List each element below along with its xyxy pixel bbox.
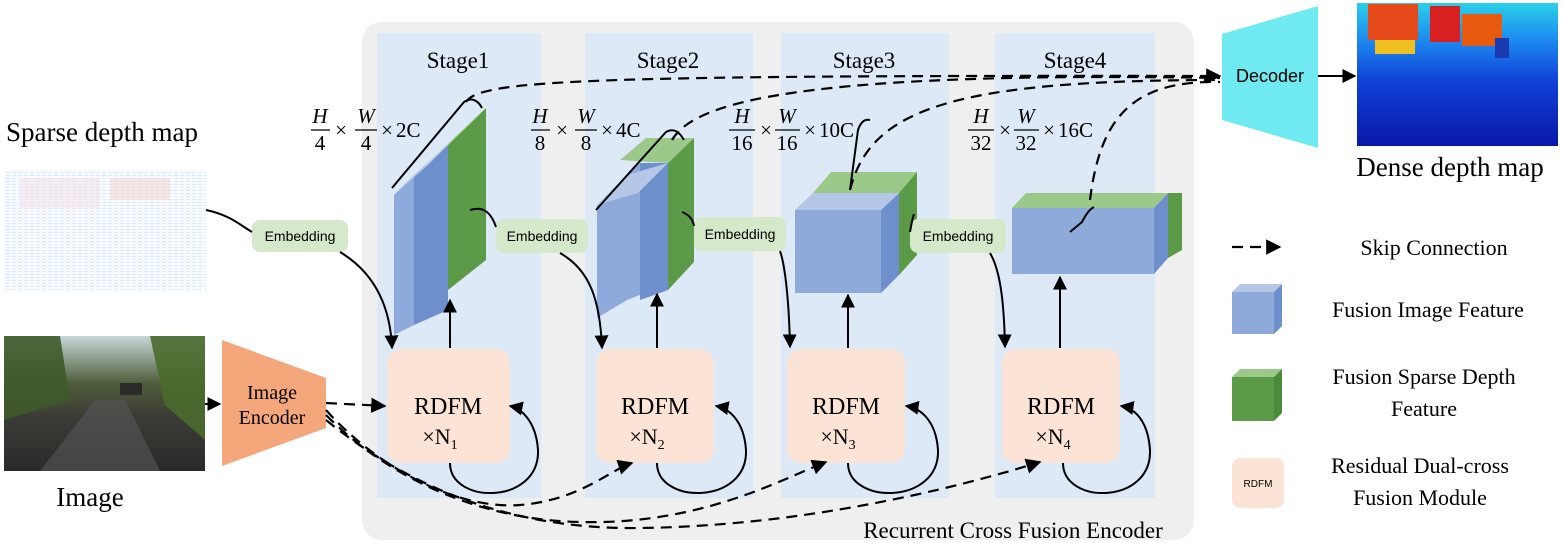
stage4-dim-times2: × bbox=[1043, 118, 1055, 142]
stage4-dimension: H 32 × W 32 × 16C bbox=[968, 104, 1093, 155]
legend-rdfm-swatch-label: RDFM bbox=[1244, 479, 1273, 490]
rdfm-4: RDFM ×N4 bbox=[1002, 349, 1120, 463]
rdfm-3-label: RDFM bbox=[812, 394, 880, 420]
embedding-2: Embedding bbox=[496, 219, 588, 253]
sparse-depth-map-image bbox=[4, 170, 206, 290]
rdfm-2: RDFM ×N2 bbox=[596, 349, 714, 463]
rdfm-to-feature-arrows bbox=[443, 275, 1067, 348]
stage4-dim-hden: 32 bbox=[971, 131, 992, 155]
rdfm-4-label: RDFM bbox=[1027, 394, 1095, 420]
stage3-dimension: H 16 × W 16 × 10C bbox=[729, 104, 854, 155]
stage1-dim-wden: 4 bbox=[361, 131, 372, 155]
legend-rdfm-label-1: Residual Dual-cross bbox=[1331, 453, 1509, 478]
decoder-label: Decoder bbox=[1236, 66, 1304, 86]
stage1-dim-h: H bbox=[311, 104, 329, 128]
stage2-dim-hden: 8 bbox=[535, 131, 546, 155]
stage1-dimension: H 4 × W 4 × 2C bbox=[311, 104, 421, 155]
stage3-feature-block bbox=[795, 172, 917, 293]
stage3-dim-w: W bbox=[778, 104, 798, 128]
stage4-title: Stage4 bbox=[1044, 48, 1107, 73]
embedding-4: Embedding bbox=[910, 219, 1006, 253]
sparse-depth-map-label: Sparse depth map bbox=[6, 117, 198, 147]
stage1-dim-c: 2C bbox=[396, 118, 421, 142]
stage2-dim-w: W bbox=[577, 104, 597, 128]
image-encoder: Image Encoder bbox=[222, 340, 326, 466]
image-encoder-label-1: Image bbox=[247, 382, 297, 404]
rdfm-2-label: RDFM bbox=[621, 394, 689, 420]
legend: Skip Connection Fusion Image Feature Fus… bbox=[1232, 235, 1524, 510]
stage4-dim-h: H bbox=[972, 104, 990, 128]
rdfm-3: RDFM ×N3 bbox=[787, 349, 905, 463]
embedding-3: Embedding bbox=[694, 217, 786, 251]
stage4-feature-block bbox=[1012, 193, 1182, 274]
legend-sparse-feature-label-1: Fusion Sparse Depth bbox=[1332, 364, 1515, 389]
stage3-dim-times2: × bbox=[804, 118, 816, 142]
stage2-dim-times2: × bbox=[601, 118, 613, 142]
stage3-title: Stage3 bbox=[833, 48, 896, 73]
stage1-feature-block bbox=[394, 108, 486, 335]
rdfm-1-n: ×N1 bbox=[422, 424, 457, 453]
embedding-3-label: Embedding bbox=[705, 226, 776, 242]
stage2-dim-c: 4C bbox=[616, 118, 641, 142]
embedding-1: Embedding bbox=[252, 220, 348, 252]
legend-skip-label: Skip Connection bbox=[1360, 235, 1507, 260]
stage4-dim-w: W bbox=[1017, 104, 1037, 128]
embedding-2-label: Embedding bbox=[507, 228, 578, 244]
legend-sparse-feature-label-2: Feature bbox=[1391, 396, 1457, 421]
encoder-title: Recurrent Cross Fusion Encoder bbox=[863, 518, 1163, 543]
stage3-dim-c: 10C bbox=[819, 118, 854, 142]
legend-sparse-feature-swatch bbox=[1232, 369, 1282, 421]
stage1-dim-times2: × bbox=[381, 118, 393, 142]
embedding-flow-curves bbox=[205, 207, 1012, 350]
recurrent-loops bbox=[449, 400, 1152, 494]
rgb-image bbox=[4, 336, 205, 471]
stage4-dim-wden: 32 bbox=[1016, 131, 1037, 155]
legend-rdfm-swatch: RDFM bbox=[1232, 458, 1284, 508]
rdfm-1-label: RDFM bbox=[414, 394, 482, 420]
image-label: Image bbox=[56, 482, 123, 512]
rdfm-1: RDFM ×N1 bbox=[387, 349, 510, 463]
legend-image-feature-swatch bbox=[1232, 284, 1282, 334]
rdfm-2-n: ×N2 bbox=[629, 424, 664, 453]
rdfm-3-n: ×N3 bbox=[820, 424, 855, 453]
skip-connections bbox=[325, 68, 1222, 530]
legend-rdfm-label-2: Fusion Module bbox=[1353, 485, 1487, 510]
stage2-dimension: H 8 × W 8 × 4C bbox=[531, 104, 641, 155]
image-encoder-label-2: Encoder bbox=[239, 407, 306, 429]
stage2-title: Stage2 bbox=[637, 48, 700, 73]
stage4-dim-c: 16C bbox=[1058, 118, 1093, 142]
decoder: Decoder bbox=[1222, 6, 1318, 148]
rdfm-4-n: ×N4 bbox=[1035, 424, 1070, 453]
embedding-1-label: Embedding bbox=[265, 228, 336, 244]
legend-image-feature-label: Fusion Image Feature bbox=[1332, 297, 1524, 322]
stage2-feature-block bbox=[597, 138, 694, 318]
dense-depth-map-label: Dense depth map bbox=[1356, 152, 1543, 182]
stage1-title: Stage1 bbox=[427, 48, 490, 73]
stage2-dim-times1: × bbox=[556, 118, 568, 142]
stage4-dim-times1: × bbox=[999, 118, 1011, 142]
embedding-4-label: Embedding bbox=[923, 228, 994, 244]
stage1-dim-hden: 4 bbox=[315, 131, 326, 155]
stage3-dim-h: H bbox=[733, 104, 751, 128]
stage3-dim-wden: 16 bbox=[777, 131, 798, 155]
stage2-dim-wden: 8 bbox=[581, 131, 592, 155]
encoder-background bbox=[362, 22, 1194, 540]
stage1-dim-w: W bbox=[357, 104, 377, 128]
stage1-dim-times1: × bbox=[335, 118, 347, 142]
dense-depth-map-image bbox=[1357, 3, 1558, 146]
stage3-dim-times1: × bbox=[760, 118, 772, 142]
feature-bracket-hooks bbox=[391, 98, 1095, 233]
stage3-dim-hden: 16 bbox=[732, 131, 753, 155]
stage2-dim-h: H bbox=[531, 104, 549, 128]
